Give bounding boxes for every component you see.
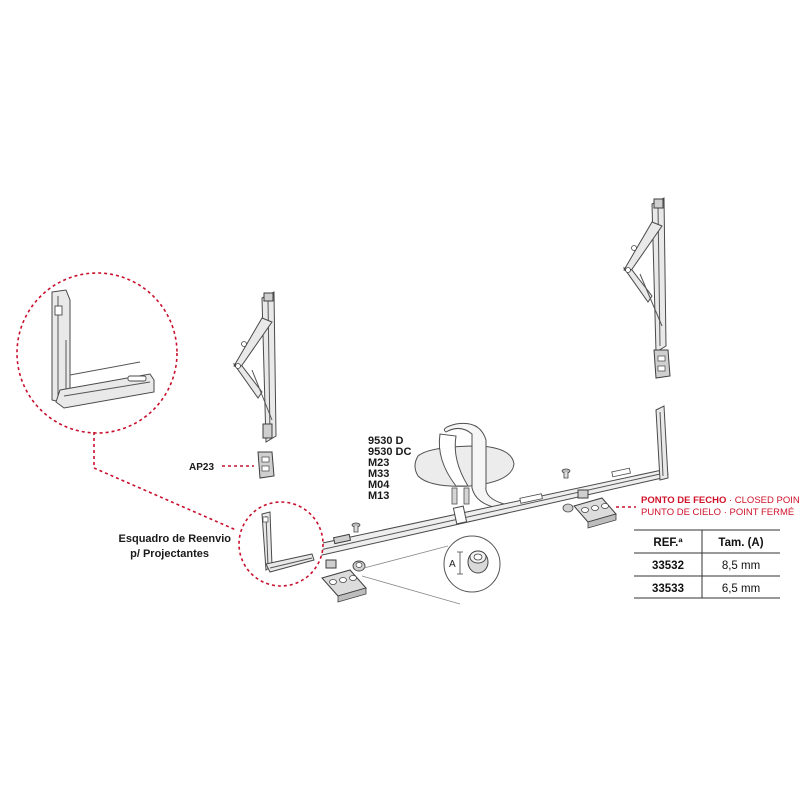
handle-models-list: 9530 D 9530 DC M23 M33 M04 M13 [368, 435, 411, 502]
roller-zoom: A [361, 535, 501, 605]
screw [561, 468, 571, 479]
closed-point-rest: · CLOSED POINT [726, 495, 800, 506]
handle-model: M23 [368, 457, 389, 469]
table-header-ref: REF.ª [653, 537, 683, 549]
left-keeper-block [321, 559, 367, 603]
dimension-a-label: A [449, 559, 456, 570]
handle-model: M33 [368, 468, 389, 480]
window-handle [414, 422, 515, 509]
table-cell-size: 6,5 mm [722, 583, 760, 595]
handle-model: M04 [368, 479, 390, 491]
screw [351, 522, 361, 533]
esquadro-circle [238, 501, 324, 587]
zoom-connector-line [93, 432, 237, 531]
right-keeper-block [562, 489, 617, 529]
handle-model: M13 [368, 490, 389, 502]
handle-model: 9530 D [368, 435, 404, 447]
closed-point-bold: PONTO DE FECHO [641, 495, 726, 506]
right-stay-arm [622, 197, 671, 379]
zoom-corner-bracket [51, 289, 155, 409]
ap23-label: AP23 [189, 462, 214, 473]
closed-point-label: PONTO DE FECHO · CLOSED POINT [641, 495, 800, 506]
left-stay-arm [232, 291, 277, 443]
handle-model: 9530 DC [368, 446, 411, 458]
table-cell-size: 8,5 mm [722, 560, 760, 572]
ap23-part [257, 451, 275, 479]
zoom-detail-circle [16, 272, 178, 434]
reference-table: REF.ª Tam. (A) 33532 8,5 mm 33533 6,5 mm [634, 529, 780, 599]
table-cell-ref: 33533 [652, 583, 684, 595]
table-cell-ref: 33532 [652, 560, 684, 572]
closed-point-label-line2: PUNTO DE CIELO · POINT FERMÉ [641, 507, 794, 518]
esquadro-label-line1: Esquadro de Reenvio [119, 533, 232, 545]
roller-part [352, 560, 366, 572]
esquadro-label-line2: p/ Projectantes [130, 548, 209, 560]
table-header-size: Tam. (A) [718, 537, 763, 549]
